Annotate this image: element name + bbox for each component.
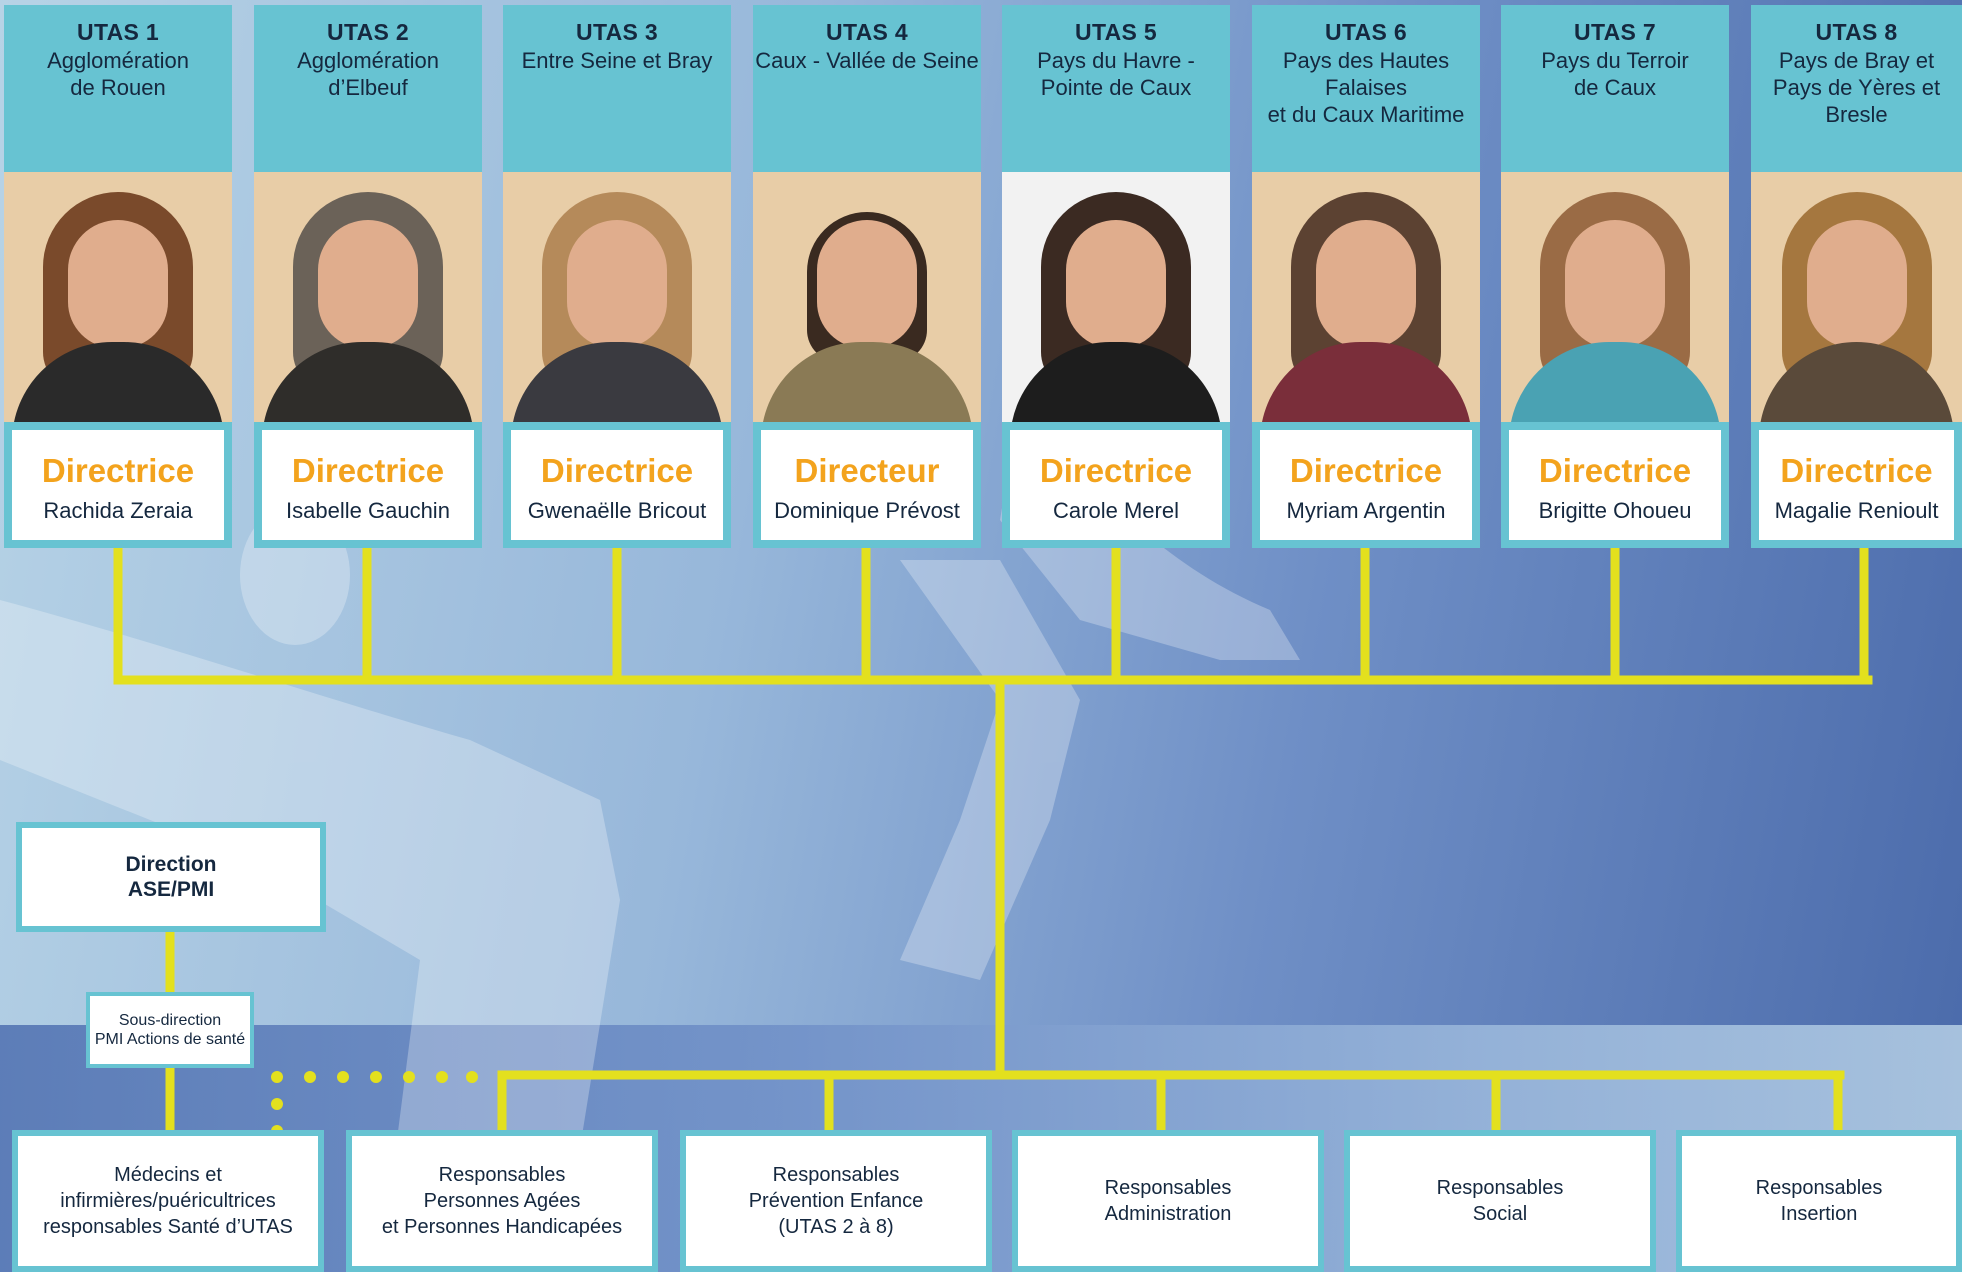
utas-card-5: UTAS 5 Pays du Havre - Pointe de Caux Di…: [1002, 5, 1230, 548]
director-role: Directeur: [794, 452, 940, 489]
director-name: Magalie Renioult: [1774, 498, 1939, 523]
utas-number: UTAS 2: [327, 19, 409, 45]
utas-card-1: UTAS 1 Agglomération de Rouen Directrice…: [4, 5, 232, 548]
director-name: Isabelle Gauchin: [286, 498, 450, 523]
utas-card-7: UTAS 7 Pays du Terroir de Caux Directric…: [1501, 5, 1729, 548]
bottom-box-prevention-enfance: Responsables Prévention Enfance (UTAS 2 …: [680, 1130, 992, 1272]
director-namebox: Directrice Brigitte Ohoueu: [1501, 422, 1729, 548]
utas-header: UTAS 1 Agglomération de Rouen: [4, 5, 232, 172]
director-photo: [1252, 172, 1480, 422]
director-role: Directrice: [1538, 452, 1692, 489]
utas-header: UTAS 5 Pays du Havre - Pointe de Caux: [1002, 5, 1230, 172]
director-name: Carole Merel: [1053, 498, 1179, 523]
director-photo: [753, 172, 981, 422]
director-namebox: Directrice Isabelle Gauchin: [254, 422, 482, 548]
utas-region: Agglomération de Rouen: [47, 48, 189, 100]
utas-number: UTAS 8: [1815, 19, 1898, 45]
utas-region: Agglomération d’Elbeuf: [297, 48, 439, 100]
utas-header: UTAS 6 Pays des Hautes Falaises et du Ca…: [1252, 5, 1480, 172]
director-role: Directrice: [1289, 452, 1443, 489]
director-role: Directrice: [1780, 452, 1933, 489]
director-role: Directrice: [291, 452, 445, 489]
director-name: Myriam Argentin: [1286, 498, 1446, 523]
director-role: Directrice: [1039, 452, 1193, 489]
director-role: Directrice: [41, 452, 195, 489]
director-namebox: Directrice Carole Merel: [1002, 422, 1230, 548]
utas-number: UTAS 3: [576, 19, 658, 45]
utas-region: Pays des Hautes Falaises et du Caux Mari…: [1267, 48, 1465, 127]
director-name: Gwenaëlle Bricout: [527, 498, 707, 523]
director-photo: [254, 172, 482, 422]
director-namebox: Directeur Dominique Prévost: [753, 422, 981, 548]
utas-number: UTAS 4: [826, 19, 908, 45]
director-name: Dominique Prévost: [774, 498, 960, 523]
utas-region: Pays du Terroir de Caux: [1541, 48, 1689, 100]
utas-region: Entre Seine et Bray: [521, 48, 713, 73]
utas-card-2: UTAS 2 Agglomération d’Elbeuf Directrice…: [254, 5, 482, 548]
bottom-box-social: Responsables Social: [1344, 1130, 1656, 1272]
bottom-box-sante: Médecins et infirmières/puéricultrices r…: [12, 1130, 324, 1272]
utas-region: Caux - Vallée de Seine: [755, 48, 979, 73]
bottom-box-administration: Responsables Administration: [1012, 1130, 1324, 1272]
utas-number: UTAS 5: [1075, 19, 1157, 45]
director-photo: [503, 172, 731, 422]
direction-box: Direction ASE/PMI: [16, 822, 326, 932]
utas-header: UTAS 8 Pays de Bray et Pays de Yères et …: [1751, 5, 1962, 172]
utas-number: UTAS 7: [1574, 19, 1656, 45]
director-namebox: Directrice Gwenaëlle Bricout: [503, 422, 731, 548]
utas-card-3: UTAS 3 Entre Seine et Bray Directrice Gw…: [503, 5, 731, 548]
director-namebox: Directrice Magalie Renioult: [1751, 422, 1962, 548]
utas-header: UTAS 3 Entre Seine et Bray: [503, 5, 731, 172]
director-photo: [1002, 172, 1230, 422]
director-namebox: Directrice Rachida Zeraia: [4, 422, 232, 548]
utas-card-6: UTAS 6 Pays des Hautes Falaises et du Ca…: [1252, 5, 1480, 548]
utas-header: UTAS 4 Caux - Vallée de Seine: [753, 5, 981, 172]
director-name: Rachida Zeraia: [43, 498, 193, 523]
director-name: Brigitte Ohoueu: [1538, 498, 1692, 523]
utas-region: Pays de Bray et Pays de Yères et Bresle: [1772, 48, 1941, 127]
director-namebox: Directrice Myriam Argentin: [1252, 422, 1480, 548]
utas-number: UTAS 1: [77, 19, 159, 45]
utas-header: UTAS 7 Pays du Terroir de Caux: [1501, 5, 1729, 172]
bottom-box-insertion: Responsables Insertion: [1676, 1130, 1962, 1272]
utas-region: Pays du Havre - Pointe de Caux: [1037, 48, 1195, 100]
bottom-box-personnes-agees: Responsables Personnes Agées et Personne…: [346, 1130, 658, 1272]
director-photo: [1751, 172, 1962, 422]
utas-card-8: UTAS 8 Pays de Bray et Pays de Yères et …: [1751, 5, 1962, 548]
utas-number: UTAS 6: [1325, 19, 1407, 45]
director-photo: [1501, 172, 1729, 422]
utas-card-4: UTAS 4 Caux - Vallée de Seine Directeur …: [753, 5, 981, 548]
director-role: Directrice: [540, 452, 694, 489]
utas-header: UTAS 2 Agglomération d’Elbeuf: [254, 5, 482, 172]
sous-direction-box: Sous-direction PMI Actions de santé: [86, 992, 254, 1068]
director-photo: [4, 172, 232, 422]
